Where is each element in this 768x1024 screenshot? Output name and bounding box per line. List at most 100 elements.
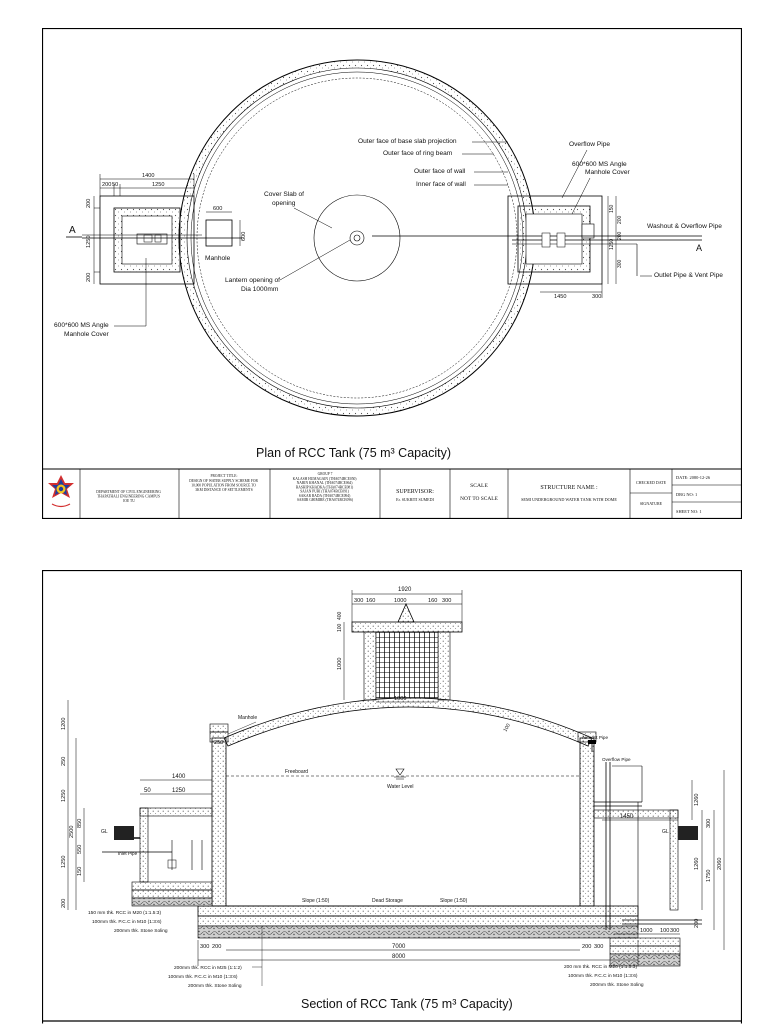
lantern <box>351 603 463 701</box>
dim-600-vert: 600 <box>241 232 247 241</box>
dim-top-1920: 1920 <box>398 587 412 593</box>
tb-project-l1: DESIGN OF WATER SUPPLY SCHEME FOR <box>189 479 258 483</box>
inlet-chamber-plan <box>82 195 242 285</box>
tb-supervisor: Er. SUKRITI SUMEDI <box>396 497 434 502</box>
dim-left-1200: 1200 <box>61 718 67 730</box>
dim-lan-400: 400 <box>337 611 343 620</box>
label-outlet: Outlet Pipe & Vent Pipe <box>654 272 723 279</box>
section-dimension-lines <box>67 590 725 966</box>
dim-bot-300b: 300 <box>594 944 603 950</box>
dim-right-150: 150 <box>609 204 615 213</box>
sec-label-slope-left: Slope (1:50) <box>302 898 330 904</box>
spec-right-1: 200 mm thk. RCC in M20 (1:1.5:3) <box>564 964 637 970</box>
tb-project: DESIGN OF WATER SUPPLY SCHEME FOR 10,000… <box>189 479 259 492</box>
outlet-chamber <box>593 762 702 967</box>
tb-department-l1: DEPARTMENT OF CIVIL ENGINEERING <box>96 490 161 494</box>
dim-250: 250 <box>214 740 223 746</box>
spec-left-1: 150 mm thk. RCC in M20 (1:1.5:3) <box>88 910 161 916</box>
dim-1400: 1400 <box>142 173 154 179</box>
dim-200-vert-b: 200 <box>86 273 92 282</box>
dim-r-300b: 300 <box>670 928 679 934</box>
dim-200: 200 <box>102 182 111 188</box>
lantern-opening <box>349 230 365 246</box>
tb-department: DEPARTMENT OF CIVIL ENGINEERING THAPATHA… <box>96 490 162 503</box>
spec-mid-3: 200mm thk. Stone Soling <box>188 983 242 989</box>
sec-dim-100: 100 <box>503 723 512 733</box>
label-cover-slab-1: Cover Slab of <box>264 191 304 198</box>
label-mh-cover-right-1: 600*600 MS Angle <box>572 161 627 168</box>
dim-bot-200b: 200 <box>582 944 591 950</box>
dim-left-1250b: 1250 <box>61 856 67 868</box>
dim-top-160a: 160 <box>366 598 375 604</box>
water-level <box>226 768 580 780</box>
dim-ch-1400: 1400 <box>172 774 186 780</box>
dim-r-300: 300 <box>706 819 712 828</box>
label-base-slab: Outer face of base slab projection <box>358 138 457 145</box>
section-border <box>42 570 742 1024</box>
dim-bot-7000: 7000 <box>392 944 406 950</box>
spec-right-2: 100mm thk. P.C.C in M10 (1:3:6) <box>568 973 638 979</box>
dim-1450: 1450 <box>554 294 566 300</box>
sec-label-gl-left: GL <box>101 829 108 835</box>
dim-right-200b: 200 <box>617 231 623 240</box>
section-drawing: Manhole Freeboard Water Level Air vent P… <box>42 570 742 1024</box>
tb-group-l3: RASHIP KHADKA (THA074BCE081) <box>296 485 354 489</box>
dim-600: 600 <box>213 206 222 212</box>
dim-top-1000: 1000 <box>394 598 406 604</box>
spec-mid-2: 100mm thk. P.C.C in M10 (1:3:6) <box>168 974 238 980</box>
air-vent-pipe <box>588 740 596 752</box>
dim-bot-300a: 300 <box>200 944 209 950</box>
plan-sheet: A A Outer face of base slab projection O… <box>42 28 742 519</box>
tb-project-head: PROJECT TITLE: <box>211 474 238 478</box>
dim-bot-8000: 8000 <box>392 954 406 960</box>
cover-slab <box>313 194 401 282</box>
dim-left-850: 850 <box>77 819 83 828</box>
tb-structure-head: STRUCTURE NAME : <box>540 485 598 491</box>
dim-r-1260b: 1260 <box>694 858 700 870</box>
label-lantern-2: Dia 1000mm <box>241 286 279 293</box>
section-sheet: Manhole Freeboard Water Level Air vent P… <box>42 570 742 1024</box>
dim-r-2060: 2060 <box>717 858 723 870</box>
tb-scale-head: SCALE <box>470 483 488 489</box>
sec-label-freeboard: Freeboard <box>285 769 308 775</box>
label-outer-wall: Outer face of wall <box>414 168 466 175</box>
tb-signature: SIGNATURE <box>640 501 663 506</box>
dim-1250-vert: 1250 <box>86 236 92 248</box>
tb-scale: NOT TO SCALE <box>460 496 498 502</box>
dim-left-150: 150 <box>77 867 83 876</box>
dim-200-vert: 200 <box>86 199 92 208</box>
dim-50: 50 <box>112 182 118 188</box>
title-block: DEPARTMENT OF CIVIL ENGINEERING THAPATHA… <box>42 468 742 519</box>
outlet-chamber-plan <box>372 195 702 285</box>
dim-r-1750: 1750 <box>706 870 712 882</box>
section-title: Section of RCC Tank (75 m³ Capacity) <box>301 997 513 1011</box>
dome <box>223 697 593 747</box>
label-mh-cover-left-2: Manhole Cover <box>64 331 110 338</box>
section-markers: A A <box>66 225 702 253</box>
dim-left-550: 550 <box>77 845 83 854</box>
tb-department-l3: IOE TU <box>123 499 135 503</box>
tank-plan <box>178 59 536 417</box>
sec-label-dead-storage: Dead Storage <box>372 898 403 904</box>
college-logo <box>48 475 74 508</box>
tb-group: KALASH HUMAGAIN (THA074BCE050) NABIN KHA… <box>293 477 358 502</box>
tb-structure: SEMI UNDERGROUND WATER TANK WITH DOME <box>521 497 617 502</box>
tb-supervisor-head: SUPERVISOR: <box>396 489 434 495</box>
dim-top-300b: 300 <box>442 598 451 604</box>
dim-right-300: 300 <box>617 259 623 268</box>
label-inner-wall: Inner face of wall <box>416 181 466 188</box>
label-overflow-pipe: Overflow Pipe <box>569 141 610 148</box>
dim-left-250: 250 <box>61 757 67 766</box>
manhole-top <box>209 723 229 733</box>
plan-title: Plan of RCC Tank (75 m³ Capacity) <box>256 446 451 460</box>
section-dimension-text: 1920 300 160 1000 160 300 1000 100 400 1… <box>61 587 723 960</box>
dim-r-1450: 1450 <box>620 814 634 820</box>
label-lantern-1: Lantern opening of <box>225 277 280 284</box>
dim-300: 300 <box>592 294 601 300</box>
section-a-right: A <box>696 243 702 253</box>
manhole-plan <box>205 219 233 247</box>
tb-group-l1: KALASH HUMAGAIN (THA074BCE050) <box>293 477 358 481</box>
label-mh-cover-right-2: Manhole Cover <box>585 169 631 176</box>
tb-group-l5: SAKAR BADA (THA074BCE094) <box>299 494 351 498</box>
dim-left-2500: 2500 <box>69 826 75 838</box>
